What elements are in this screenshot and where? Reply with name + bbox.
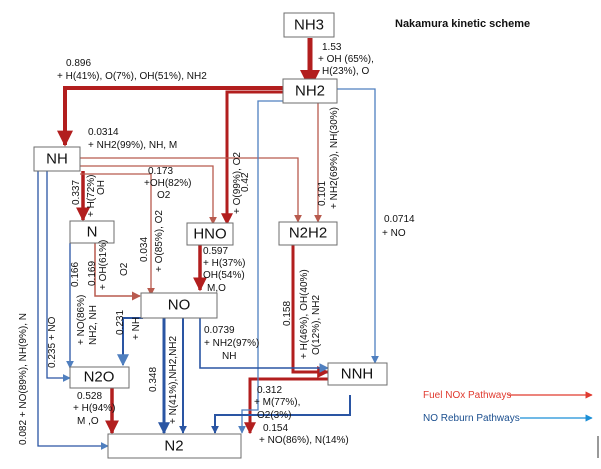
label-nh-n-rate: 0.337 xyxy=(71,180,82,205)
label-nh-no-rate: 0.034 xyxy=(139,237,150,262)
svg-text:HNO: HNO xyxy=(193,226,226,243)
no-reburn-edges xyxy=(37,88,379,450)
label-no-n2o-reactants: + NH xyxy=(131,317,142,340)
edge-nh2-hno xyxy=(221,90,283,226)
label-n2h2-nnh-rate: 0.158 xyxy=(282,301,293,326)
label-n-no-reactants: + OH(61%) xyxy=(98,240,109,290)
edge-nh-nh2-to-n2h2 xyxy=(80,157,302,223)
edge-reburn-to-n2 xyxy=(211,395,351,434)
label-nnh-n2-reactants-2: O2(3%) xyxy=(257,410,291,421)
label-n-no-reactants-2: O2 xyxy=(119,262,130,276)
svg-text:NH: NH xyxy=(46,151,68,168)
label-n2o-n2-reactants-2: M ,O xyxy=(77,416,99,427)
label-nh3-nh2-reactants-2: H(23%), O xyxy=(322,66,369,77)
svg-text:N2: N2 xyxy=(164,438,183,455)
edge-nh2-nnh xyxy=(337,88,379,364)
label-nh3-nh2-reactants: + OH (65%), xyxy=(318,54,374,65)
label-nnh-n2-rate: 0.312 xyxy=(257,385,282,396)
label-n-n2o-reactants: + NO(86%) xyxy=(76,295,87,345)
label-nh2-nh-reactants: + H(41%), O(7%), OH(51%), NH2 xyxy=(57,71,207,82)
label-reburn-n2-rate: 0.154 xyxy=(263,423,288,434)
label-n2h2-nnh-reactants-2: O(12%), NH2 xyxy=(311,295,322,355)
label-nh2-nh-rate: 0.896 xyxy=(66,58,91,69)
edge-nh2-nh xyxy=(57,86,283,147)
diagram-title: Nakamura kinetic scheme xyxy=(395,18,530,30)
label-nnh-n2-reactants: + M(77%), xyxy=(254,397,300,408)
label-n2o-n2-rate: 0.528 xyxy=(77,391,102,402)
label-reburn-n2-reactants: + NO(86%), N(14%) xyxy=(259,435,349,446)
node-no: NO xyxy=(140,292,218,319)
label-nh-n-reactants-2: OH xyxy=(96,180,107,195)
label-n-no-rate: 0.169 xyxy=(87,261,98,286)
label-nh2-hno-rate: 0.42 xyxy=(240,172,251,192)
label-no-nnh-reactants: + NH2(97%) xyxy=(204,338,259,349)
svg-text:N: N xyxy=(87,224,98,241)
label-nh-no-reactants: + O(85%), O2 xyxy=(154,210,165,272)
label-hno-no-reactants-3: M,O xyxy=(207,283,226,294)
label-no-n2o-rate: 0.231 xyxy=(115,310,126,335)
label-no-n2-rate: 0.348 xyxy=(148,367,159,392)
node-nh: NH xyxy=(33,146,81,172)
edge-n-no xyxy=(94,243,141,301)
legend: Fuel NOx Pathways NO Reburn Pathways xyxy=(423,390,593,424)
label-hno-no-reactants-2: OH(54%) xyxy=(203,270,245,281)
label-hno-no-rate: 0.597 xyxy=(203,246,228,257)
svg-text:NO: NO xyxy=(168,297,191,314)
label-n-n2o-reactants-2: NH2, NH xyxy=(88,305,99,345)
svg-text:N2O: N2O xyxy=(84,369,115,386)
label-nh-hno-reactants-2: O2 xyxy=(157,190,171,201)
edge-no-n2o xyxy=(117,317,143,367)
label-nh-nh2-rate: 0.0314 xyxy=(88,127,119,138)
node-nh3: NH3 xyxy=(283,12,335,38)
label-n-n2o-rate: 0.166 xyxy=(70,262,81,287)
legend-fuel-label: Fuel NOx Pathways xyxy=(423,390,511,401)
label-nh3-nh2-rate: 1.53 xyxy=(322,42,342,53)
node-nnh: NNH xyxy=(327,362,388,386)
node-n2: N2 xyxy=(107,433,242,459)
label-nh-hno-reactants: +OH(82%) xyxy=(144,178,192,189)
node-n: N xyxy=(69,220,115,244)
label-no-nnh-reactants-2: NH xyxy=(222,351,236,362)
label-nh-n-reactants: + H(72%) xyxy=(86,174,97,217)
edge-no-nnh xyxy=(199,305,329,373)
label-no-n2-reactants: + N(41%),NH2,NH2 xyxy=(168,335,179,424)
label-n2o-n2-reactants: + H(94%) xyxy=(73,403,116,414)
edge-nh-n2o xyxy=(46,170,71,382)
edge-labels: 1.53 + OH (65%), H(23%), O 0.896 + H(41%… xyxy=(18,42,415,446)
edge-n2h2-nnh xyxy=(291,245,330,378)
node-nh2: NH2 xyxy=(282,78,338,104)
label-no-nnh-rate: 0.0739 xyxy=(204,325,235,336)
label-n2h2-nnh-reactants: + H(46%), OH(40%) xyxy=(299,269,310,359)
svg-text:NH3: NH3 xyxy=(294,17,324,34)
label-nh-n2o: 0.235 + NO xyxy=(47,316,58,368)
label-nh2-n2h2-reactants: + NH2(69%), NH(30%) xyxy=(329,107,340,209)
edge-nh-n2 xyxy=(37,170,109,450)
svg-text:NNH: NNH xyxy=(341,366,374,383)
edge-nh2-n2-loop xyxy=(238,100,315,434)
edge-nh-no xyxy=(80,173,155,296)
node-n2o: N2O xyxy=(69,366,130,389)
label-nh2-nnh-reactants: + NO xyxy=(382,228,406,239)
label-hno-no-reactants: + H(37%) xyxy=(203,258,246,269)
svg-text:N2H2: N2H2 xyxy=(289,225,327,242)
svg-text:NH2: NH2 xyxy=(295,83,325,100)
label-nh2-hno-reactants: + O(99%), O2 xyxy=(232,152,243,214)
node-hno: HNO xyxy=(186,222,234,246)
label-nh-n2: 0.082 + NO(89%), NH(9%), N xyxy=(18,313,29,445)
node-n2h2: N2H2 xyxy=(278,221,338,246)
legend-reburn-label: NO Reburn Pathways xyxy=(423,413,520,424)
edge-nh-hno xyxy=(80,165,217,225)
label-nh2-n2h2-rate: 0.101 xyxy=(317,181,328,206)
label-nh-nh2-reactants: + NH2(99%), NH, M xyxy=(88,140,177,151)
label-nh2-nnh-rate: 0.0714 xyxy=(384,214,415,225)
label-nh-hno-rate: 0.173 xyxy=(148,166,173,177)
